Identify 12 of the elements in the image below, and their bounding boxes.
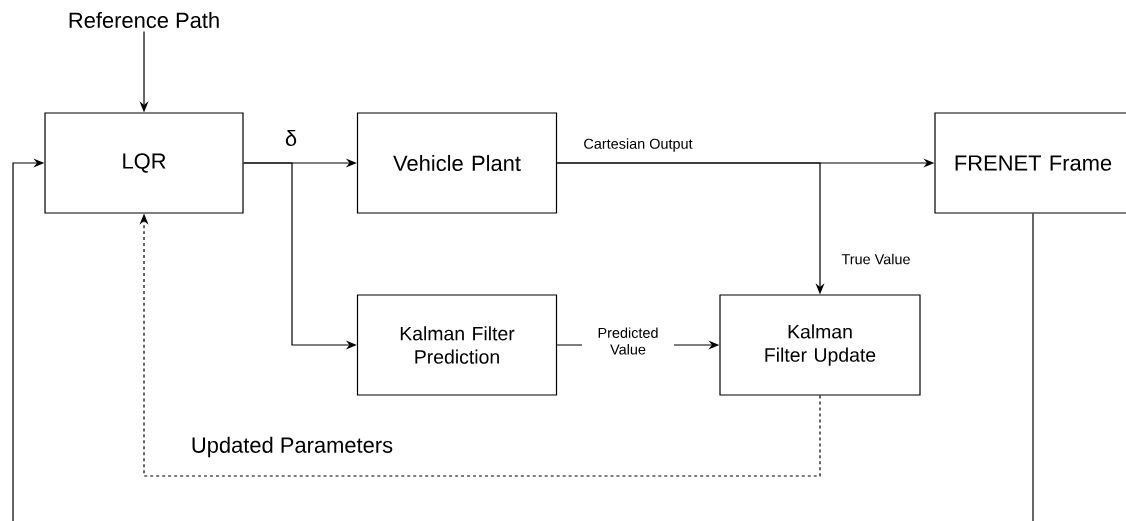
process-box: LQR xyxy=(44,112,244,214)
edge-label: True Value xyxy=(841,253,910,265)
edge-label: δ xyxy=(285,129,297,147)
edge-label: Cartesian Output xyxy=(584,138,693,152)
process-box: Kalman Filter Prediction xyxy=(356,294,558,396)
edge-label: Updated Parameters xyxy=(192,436,393,458)
process-box: Kalman Filter Update xyxy=(719,294,921,396)
input-label: Reference Path xyxy=(69,11,219,29)
edge-label: Predicted Value xyxy=(582,326,674,356)
line xyxy=(1032,213,1034,521)
process-box: FRENET Frame xyxy=(934,112,1126,214)
process-box: Vehicle Plant xyxy=(356,112,558,214)
